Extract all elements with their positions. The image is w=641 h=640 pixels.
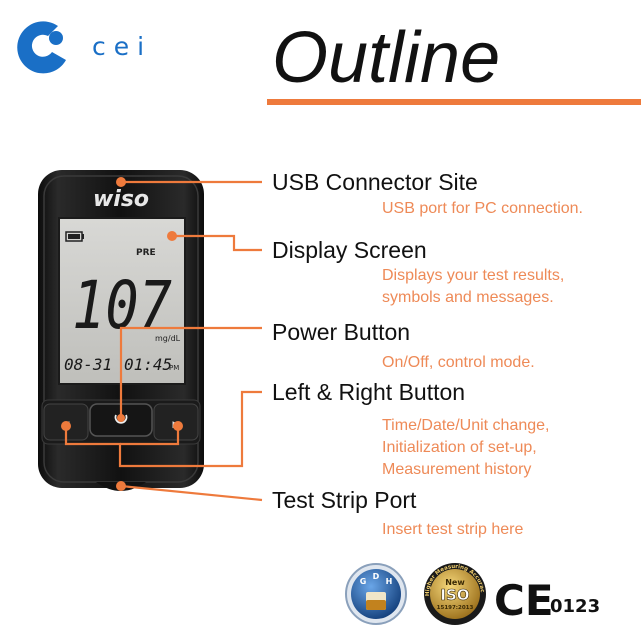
lcd-date: 08-31 [64,355,112,374]
lcd-time: 01:45 [124,355,172,374]
page-title: Outline [272,18,501,98]
callout-dot [61,421,71,431]
cei-logo-icon [17,21,66,74]
iso-label: ISO [440,586,469,604]
callout-dots [61,177,183,491]
ce-number: 0123 [550,596,601,617]
battery-icon [65,231,84,242]
callout-desc-left-right-1: Time/Date/Unit change, [382,417,550,434]
gdh-letter-h: H [386,577,393,586]
title-underline [267,99,641,105]
lcd-reading: 107 [72,267,172,344]
callout-title-strip-port: Test Strip Port [272,487,417,513]
gdh-letter-g: G [360,577,367,586]
leader-lines [64,180,263,502]
logo-text: cei [92,32,153,61]
iso-standard: 15197:2013 [437,605,474,611]
callout-title-power: Power Button [272,319,411,345]
callout-dot [167,231,177,241]
callout-dot [116,177,126,187]
callout-desc-left-right-2: Initialization of set-up, [382,439,537,456]
callout-desc-strip-port: Insert test strip here [382,521,524,538]
callout-desc-power: On/Off, control mode. [382,354,535,371]
lcd-ampm: PM [169,364,179,372]
iso-new-label: New [445,578,465,587]
callout-dot [173,421,183,431]
callout-title-display: Display Screen [272,237,427,263]
ce-mark: CE [494,576,554,625]
gdh-badge: G D H [345,563,407,625]
lcd-screen: PRE 107 mg/dL 08-31 01:45 PM [58,217,186,385]
callout-title-usb: USB Connector Site [272,169,478,195]
callout-desc-usb: USB port for PC connection. [382,200,583,217]
gdh-letter-d: D [373,572,380,581]
callout-dot [117,414,125,422]
lcd-unit: mg/dL [155,334,181,343]
callout-dot [116,481,126,491]
callout-desc-display-1: Displays your test results, [382,267,565,284]
lcd-mode: PRE [136,248,156,258]
meter-brand: wiso [93,187,149,212]
callout-title-left-right: Left & Right Button [272,379,466,405]
callout-desc-left-right-3: Measurement history [382,461,532,478]
callout-desc-display-2: symbols and messages. [382,289,554,306]
